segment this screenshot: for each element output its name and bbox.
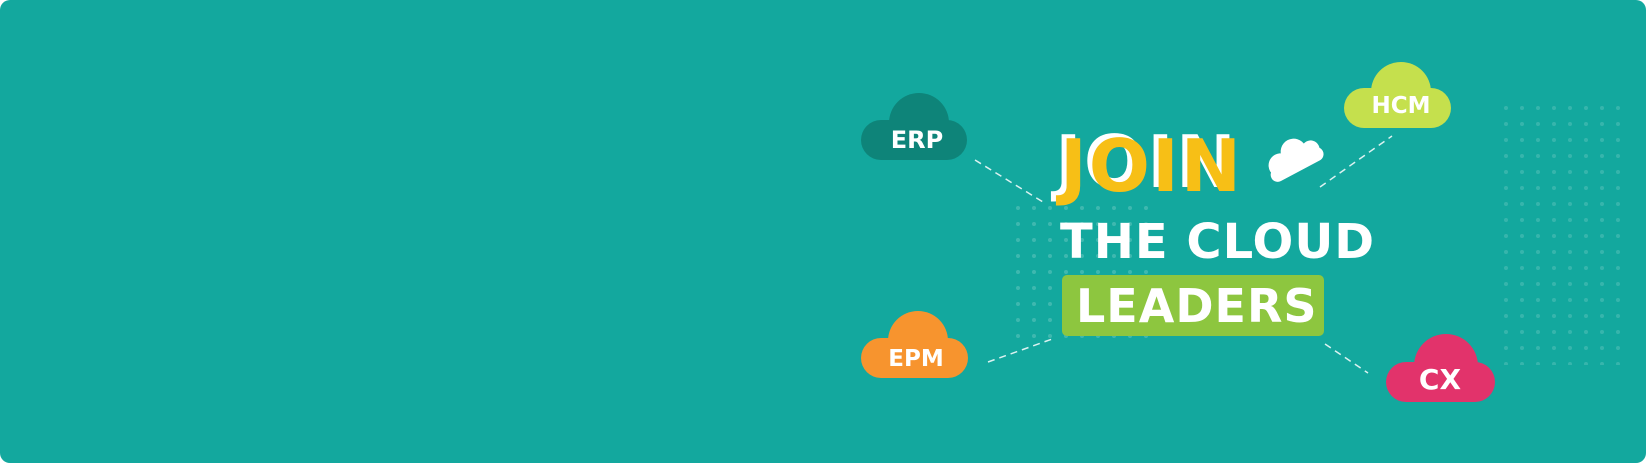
headline-join: JOIN	[1060, 124, 1244, 208]
headline-the-cloud: THE CLOUD	[1060, 214, 1376, 270]
cloud-epm-label: EPM	[888, 346, 943, 372]
cloud-cx: CX	[1386, 334, 1495, 402]
cloud-hcm-label: HCM	[1371, 93, 1430, 119]
connector-hcm	[1319, 135, 1393, 188]
headline-leaders: LEADERS	[1076, 279, 1318, 333]
cloud-icon	[1268, 138, 1324, 182]
leaders-highlight	[1062, 275, 1324, 336]
cloud-epm: EPM	[861, 311, 968, 378]
connector-cx	[1324, 343, 1369, 374]
cloud-erp: ERP	[861, 93, 967, 160]
cloud-erp-label: ERP	[891, 126, 943, 154]
cloud-hcm: HCM	[1344, 62, 1451, 128]
cloud-cx-label: CX	[1419, 363, 1462, 396]
dot-grid-right	[1503, 105, 1623, 365]
connector-epm	[987, 337, 1056, 363]
connector-erp	[974, 159, 1044, 203]
